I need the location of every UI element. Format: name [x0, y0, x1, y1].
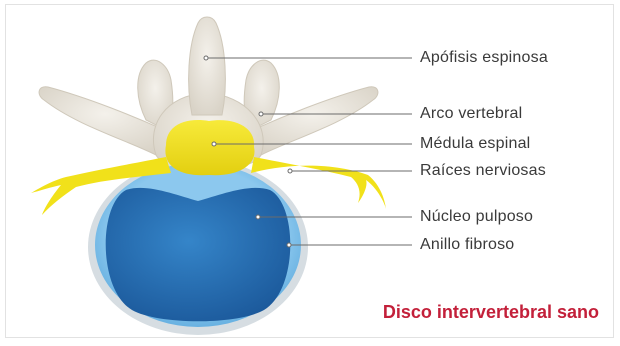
nucleus-pulposus-shape — [106, 188, 291, 321]
spinal-cord-shape — [165, 120, 254, 175]
label-vertebral-arch: Arco vertebral — [420, 105, 522, 123]
label-spinal-cord: Médula espinal — [420, 135, 530, 153]
label-nucleus-pulposus: Núcleo pulposo — [420, 208, 533, 226]
label-nerve-roots: Raíces nerviosas — [420, 162, 546, 180]
anchor-dot-nucleus — [256, 215, 260, 219]
anchor-dot-annulus — [287, 243, 291, 247]
anchor-dot-cord — [212, 142, 216, 146]
anchor-dot-arch — [259, 112, 263, 116]
spinous-process-shape — [189, 17, 226, 115]
label-spinous-process: Apófisis espinosa — [420, 49, 548, 67]
label-annulus-fibrosus: Anillo fibroso — [420, 236, 514, 254]
diagram-frame: Apófisis espinosa Arco vertebral Médula … — [5, 4, 614, 338]
anchor-dot-roots — [288, 169, 292, 173]
intervertebral-disc — [88, 159, 308, 335]
diagram-caption: Disco intervertebral sano — [383, 302, 599, 323]
anchor-dot-spinous — [204, 56, 208, 60]
